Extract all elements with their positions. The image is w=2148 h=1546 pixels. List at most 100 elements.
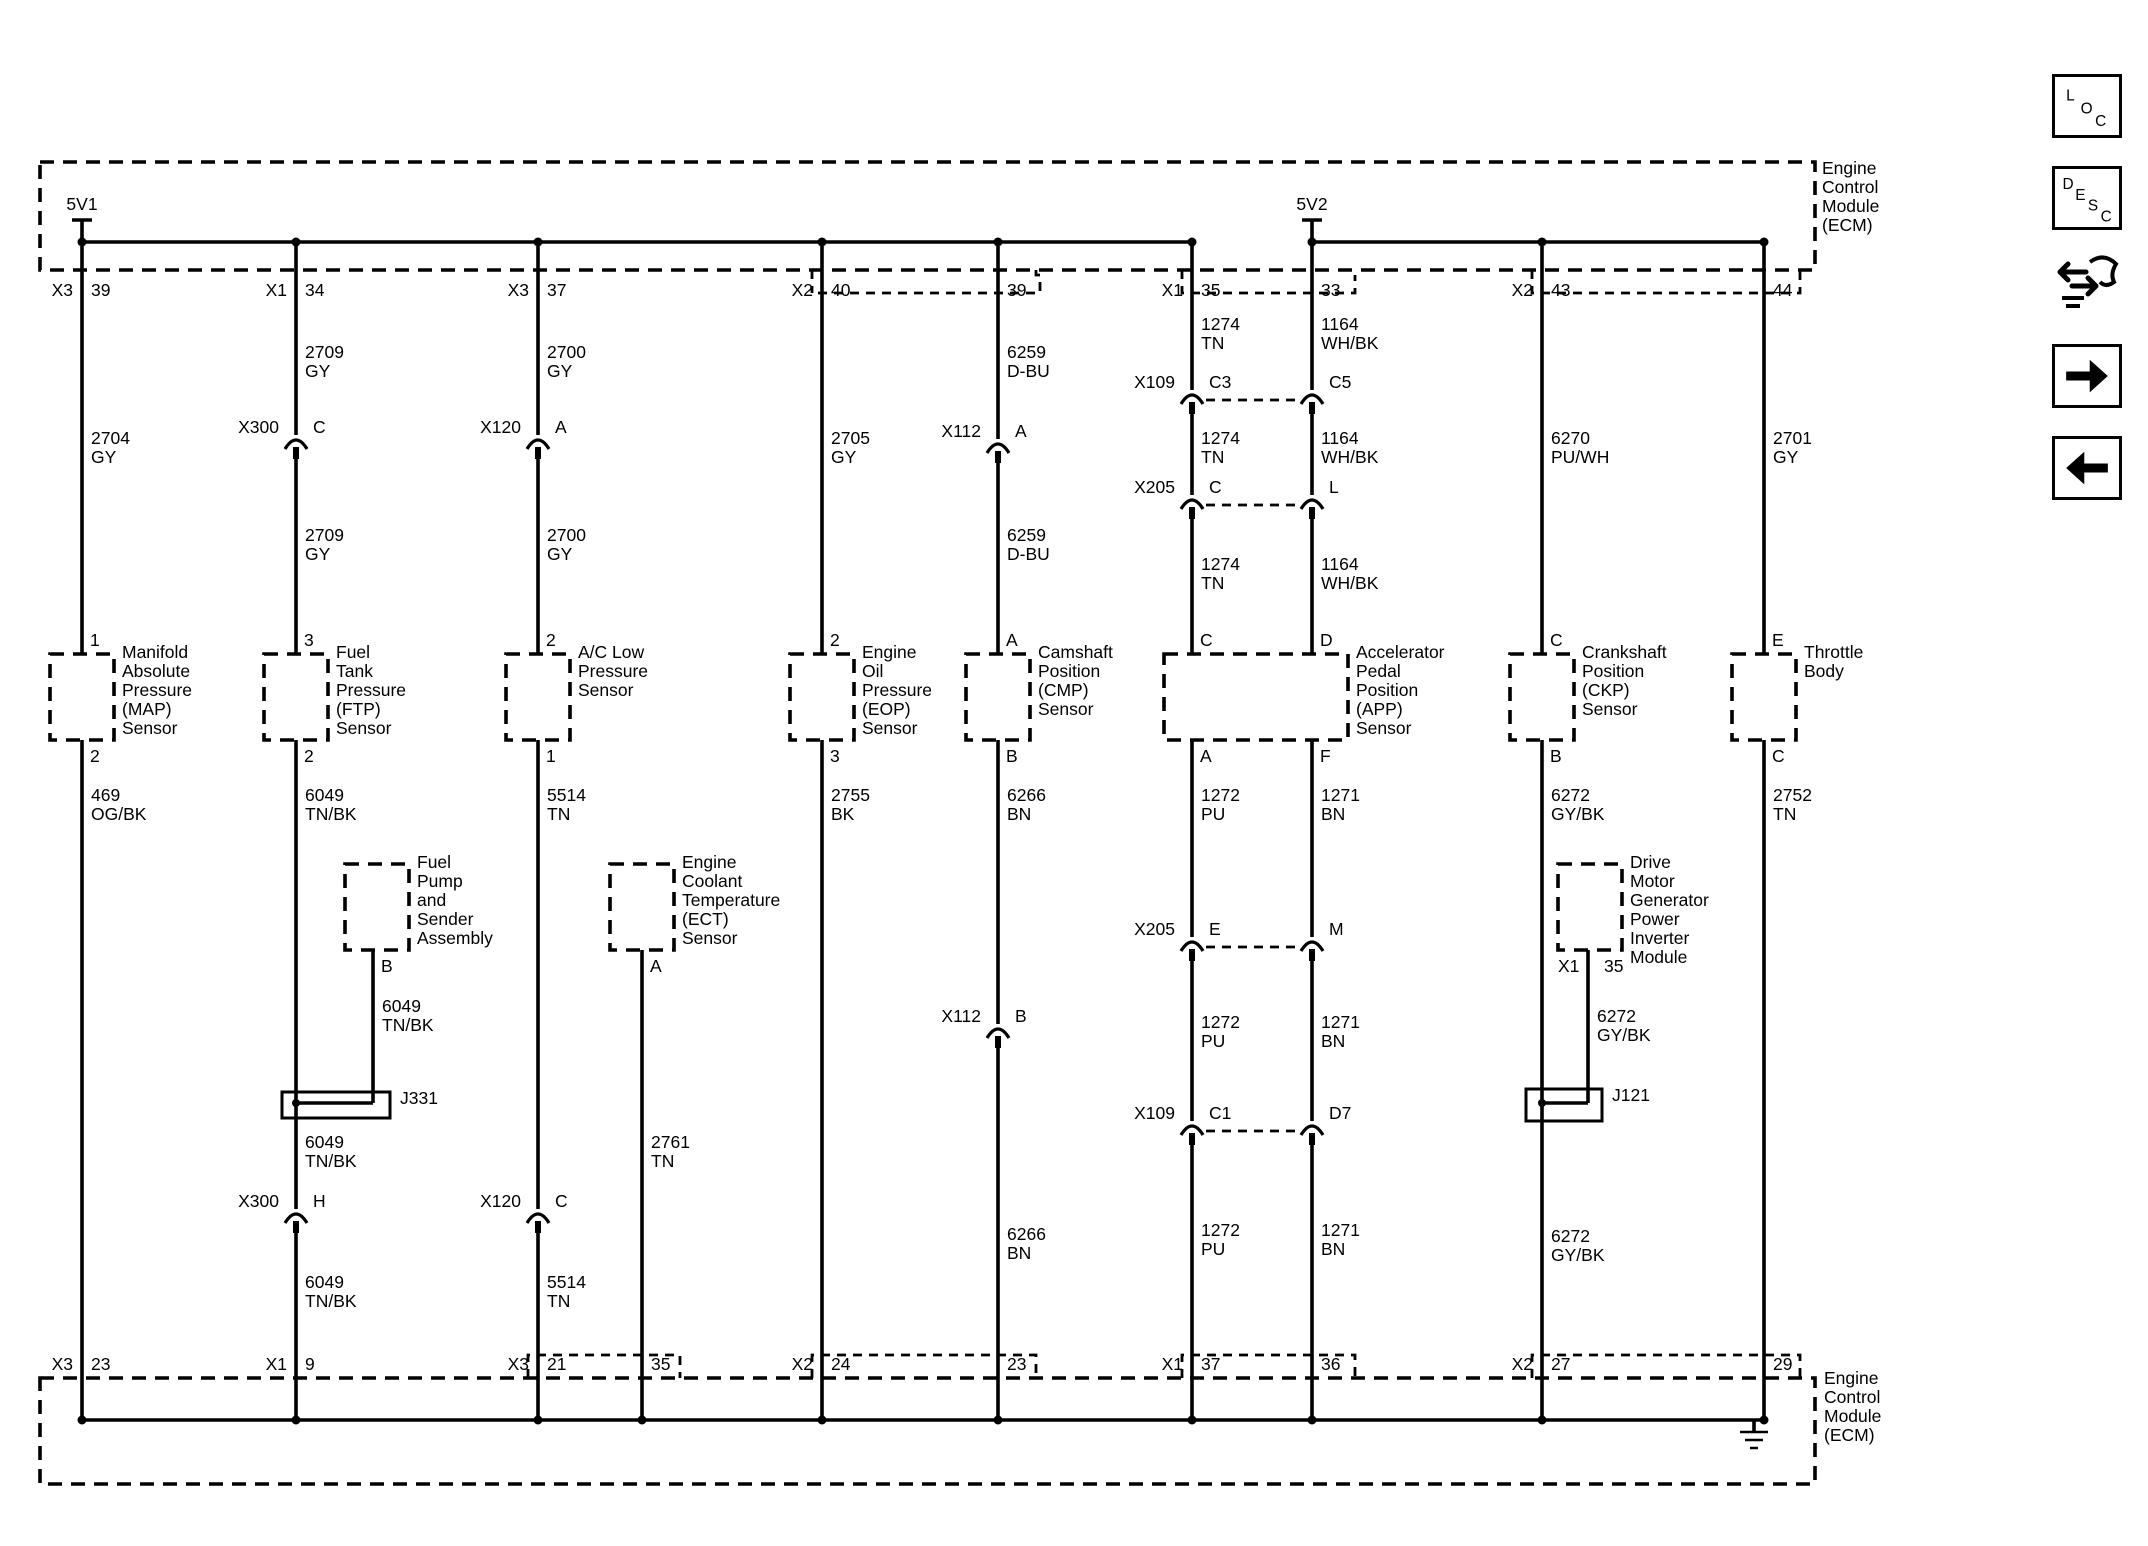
inline-connector-male — [995, 1036, 1001, 1048]
ecm-pin: 37 — [1201, 1354, 1220, 1374]
inline-connector-female — [525, 438, 551, 450]
component-label: Pressure — [578, 661, 648, 681]
ecm-pin: 29 — [1773, 1354, 1792, 1374]
ecm-connector: X1 — [266, 1354, 287, 1374]
inline-connector-pin: C5 — [1329, 372, 1351, 392]
description-button[interactable]: D E S C — [2052, 166, 2122, 230]
component-label: Camshaft — [1038, 642, 1113, 662]
inline-connector-pin: H — [313, 1191, 326, 1211]
ecm-pin: 23 — [91, 1354, 110, 1374]
ecm-connector: X3 — [508, 280, 529, 300]
junction-dot — [993, 237, 1003, 247]
connector-view-button[interactable] — [2052, 248, 2122, 312]
wire-circuit-number: 6049 — [305, 1272, 344, 1292]
wire-circuit-number: 1271 — [1321, 785, 1360, 805]
junction-dot — [1187, 1415, 1197, 1425]
inline-connector-pin: C — [1209, 477, 1222, 497]
component-pin: A — [1006, 630, 1018, 650]
splice-box — [1524, 1087, 1604, 1123]
wire-color: TN — [1201, 333, 1224, 353]
svg-text:L: L — [2066, 88, 2075, 105]
wire-color: TN — [547, 804, 570, 824]
inline-connector-name: X109 — [1134, 1103, 1175, 1123]
component-label: Position — [1038, 661, 1100, 681]
wire-color: PU — [1201, 1239, 1225, 1259]
inline-connector-female — [283, 1212, 309, 1224]
component-label: (EOP) — [862, 699, 911, 719]
component-label: Oil — [862, 661, 883, 681]
wire-circuit-number: 6049 — [305, 1132, 344, 1152]
ecm-connector: X3 — [52, 280, 73, 300]
junction-dot — [637, 1415, 647, 1425]
ecm-label: (ECM) — [1824, 1425, 1875, 1445]
wire-circuit-number: 1274 — [1201, 314, 1240, 334]
component-pin: 2 — [546, 630, 556, 650]
inline-connector-pin: M — [1329, 919, 1344, 939]
ecm-connector: X2 — [792, 1354, 813, 1374]
inline-connector-male — [1309, 949, 1315, 961]
wire-circuit-number: 2701 — [1773, 428, 1812, 448]
pin-group-top-x2a — [810, 270, 1042, 295]
component-label: Fuel — [417, 852, 451, 872]
wire-circuit-number: 2700 — [547, 342, 586, 362]
component-label: Sensor — [682, 928, 738, 948]
wire-circuit-number: 6266 — [1007, 785, 1046, 805]
component-pin: D — [1320, 630, 1333, 650]
inline-connector-male — [1309, 507, 1315, 519]
pin-group-bot-x2b — [1530, 1353, 1802, 1378]
wire-color: WH/BK — [1321, 333, 1379, 353]
component-label: Motor — [1630, 871, 1675, 891]
ecm-connector: X2 — [1512, 280, 1533, 300]
pin-group-bot-x2a — [810, 1353, 1038, 1378]
wire-color: PU — [1201, 1031, 1225, 1051]
wire-color: D-BU — [1007, 544, 1050, 564]
wire-circuit-number: 6259 — [1007, 525, 1046, 545]
component-label: Sensor — [1356, 718, 1412, 738]
component-label: Pressure — [862, 680, 932, 700]
junction-dot — [993, 1415, 1003, 1425]
component-label: Module — [1630, 947, 1687, 967]
component-connector: X1 — [1558, 956, 1579, 976]
ecm-connector: X3 — [52, 1354, 73, 1374]
component-pin: 3 — [304, 630, 314, 650]
wire-color: BN — [1007, 804, 1031, 824]
next-page-button[interactable] — [2052, 344, 2122, 408]
inline-connector-female — [1299, 940, 1325, 952]
connector-plug-icon — [2057, 255, 2119, 308]
wire-circuit-number: 1271 — [1321, 1220, 1360, 1240]
component-label: Sender — [417, 909, 474, 929]
junction-dot — [1537, 237, 1547, 247]
location-button[interactable]: L O C — [2052, 74, 2122, 138]
svg-text:E: E — [2075, 187, 2085, 204]
junction-dot — [291, 1415, 301, 1425]
wire-color: TN — [1201, 447, 1224, 467]
ecm-pin: 44 — [1773, 280, 1793, 300]
splice-box — [280, 1090, 392, 1120]
wire-color: TN — [1773, 804, 1796, 824]
component-label: Pump — [417, 871, 463, 891]
component-label: Assembly — [417, 928, 493, 948]
ecm-label: Module — [1824, 1406, 1881, 1426]
wire-color: BN — [1321, 1239, 1345, 1259]
ecm-pin: 43 — [1551, 280, 1570, 300]
component-label: Power — [1630, 909, 1680, 929]
pin-group-bot-x3 — [526, 1353, 682, 1378]
wire-color: GY — [547, 544, 573, 564]
wire-circuit-number: 2704 — [91, 428, 130, 448]
wire-circuit-number: 5514 — [547, 1272, 586, 1292]
component-pin: A — [1200, 746, 1212, 766]
wire-circuit-number: 469 — [91, 785, 120, 805]
inline-connector-male — [995, 451, 1001, 463]
inline-connector-pin: C — [555, 1191, 568, 1211]
ecm-label: Control — [1824, 1387, 1880, 1407]
previous-page-button[interactable] — [2052, 436, 2122, 500]
splice-label: J331 — [400, 1088, 438, 1108]
supply-label: 5V2 — [1296, 194, 1327, 214]
junction-dot — [817, 1415, 827, 1425]
wire-circuit-number: 6272 — [1551, 785, 1590, 805]
wire-color: GY/BK — [1551, 1245, 1605, 1265]
inline-connector-name: X300 — [238, 417, 279, 437]
component-label: Sensor — [1582, 699, 1638, 719]
ecm-connector: X3 — [508, 1354, 529, 1374]
component-pin: 1 — [90, 630, 100, 650]
